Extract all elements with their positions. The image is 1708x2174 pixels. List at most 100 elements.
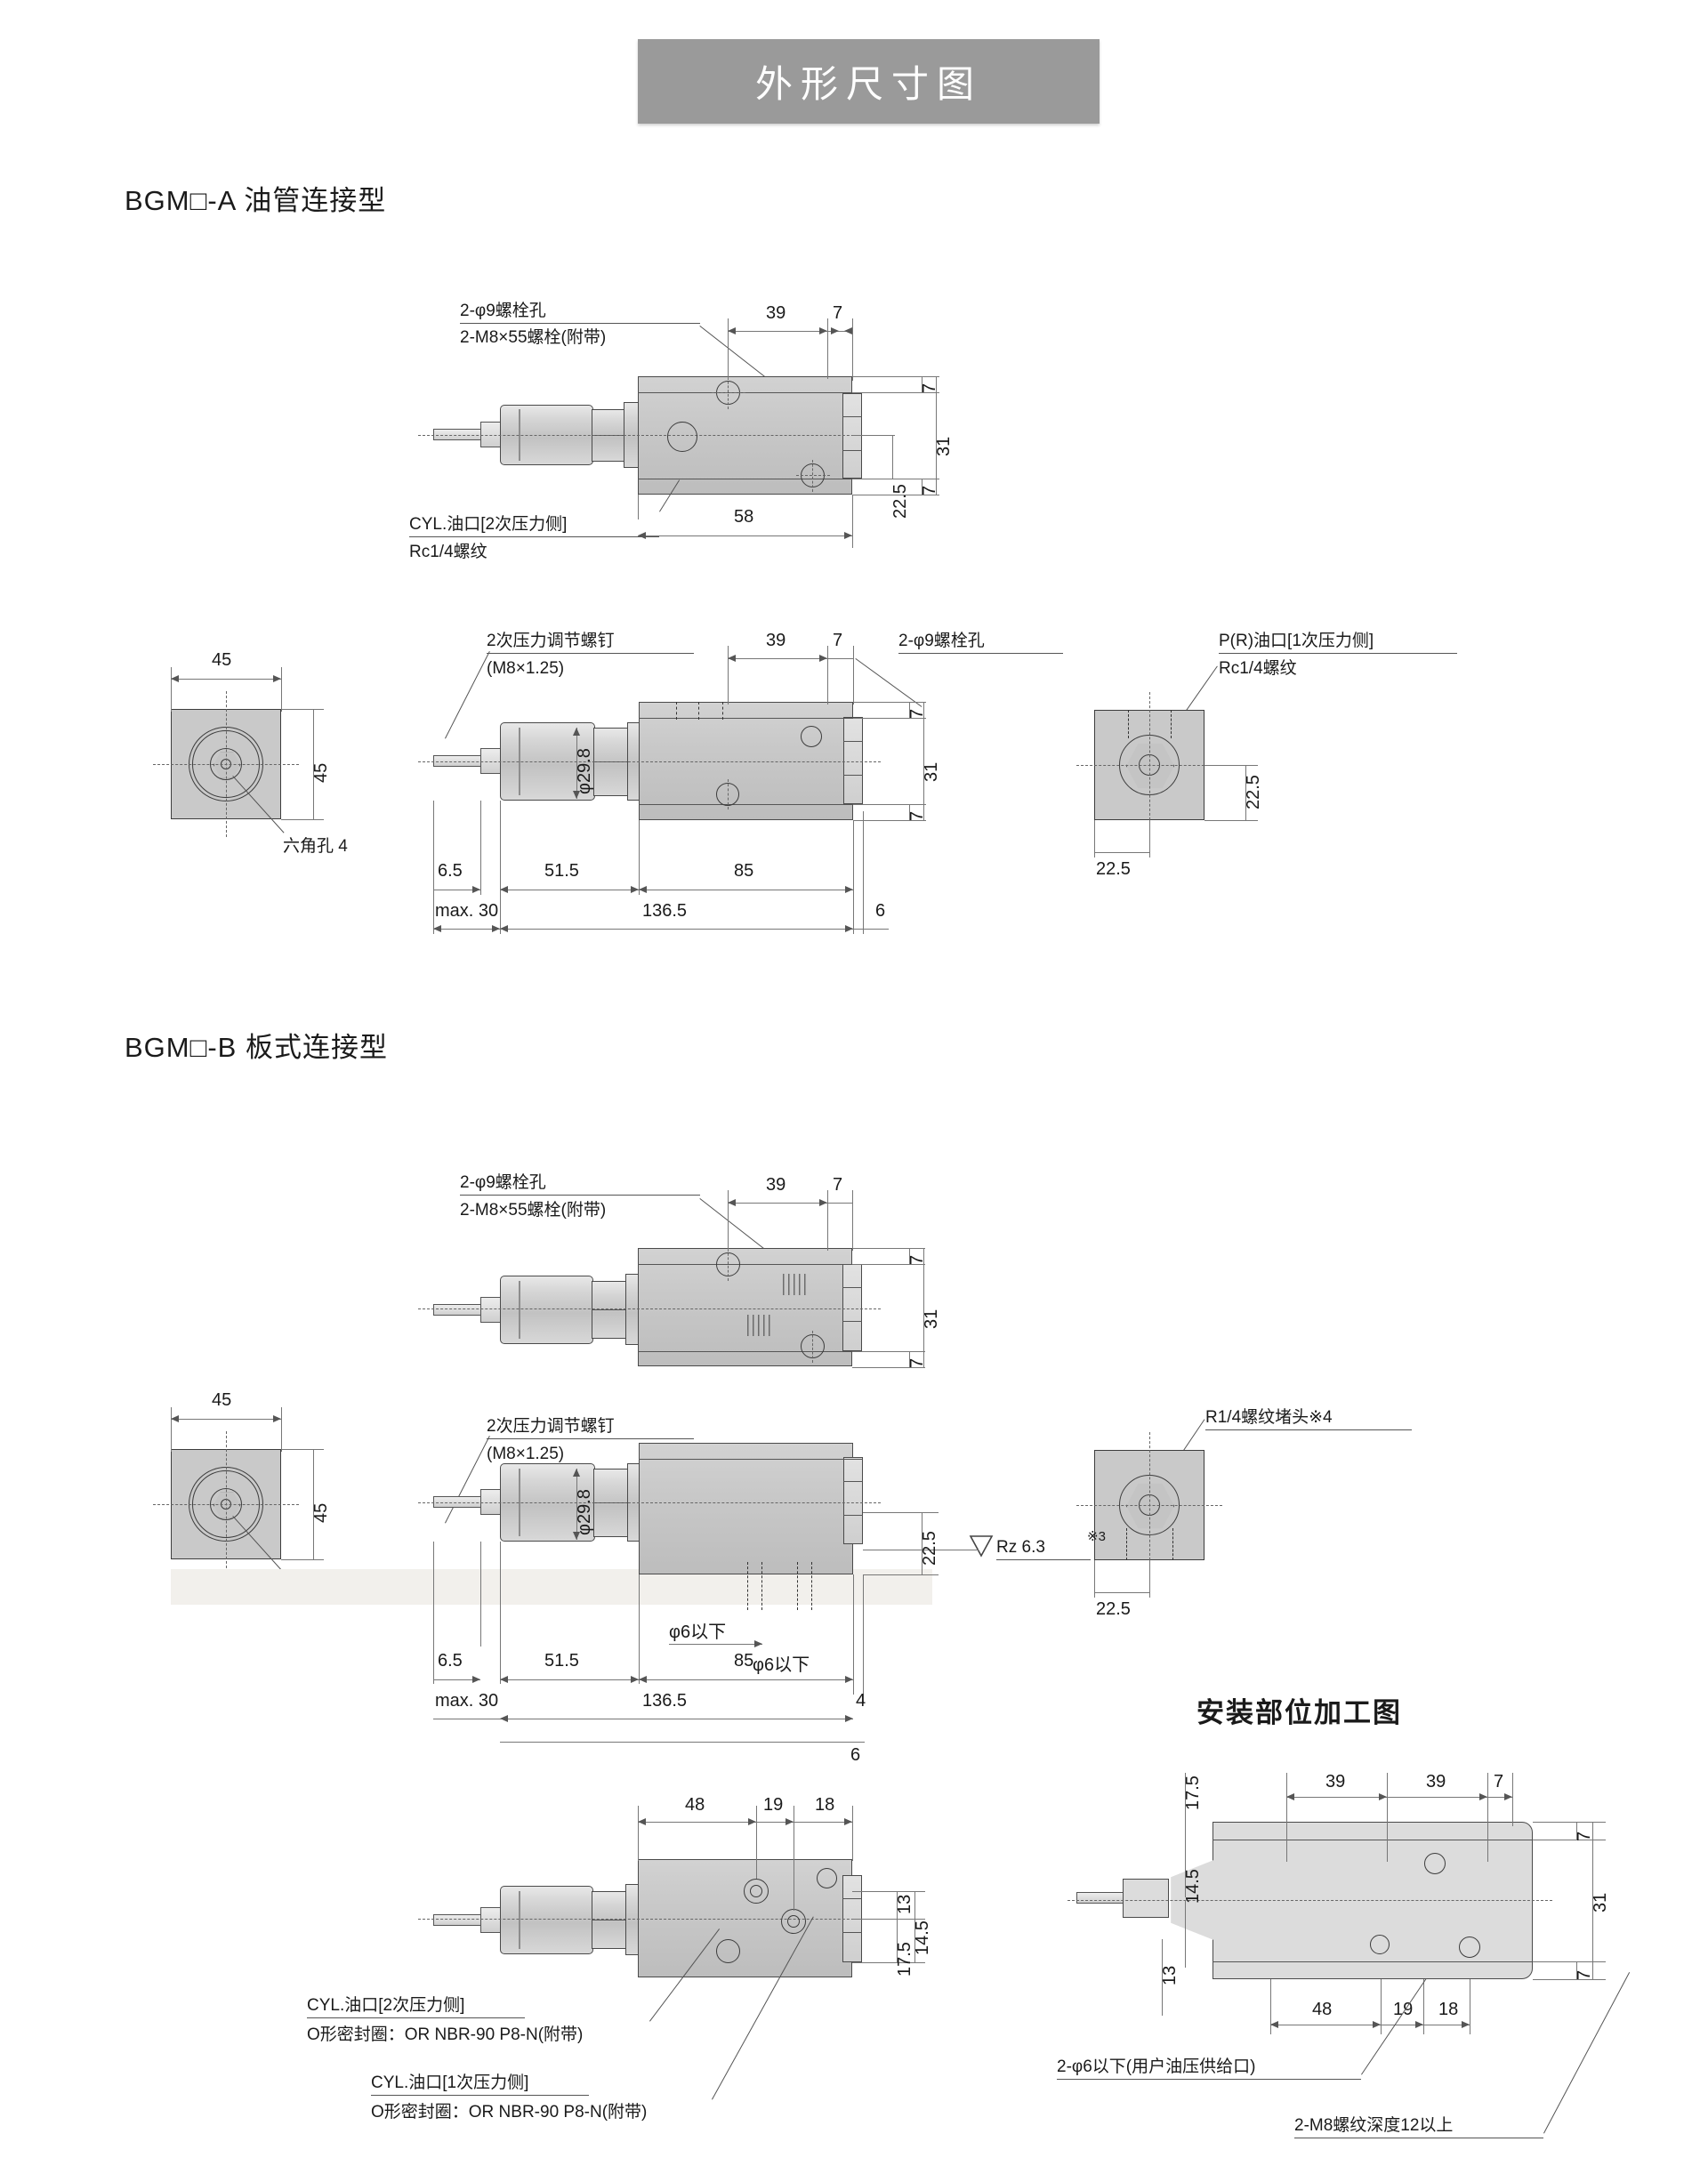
spring-housing-b4 <box>500 1886 593 1954</box>
dim-arrow-39-r <box>819 327 827 334</box>
center-line-horizontal <box>418 435 881 436</box>
body-top-line-b <box>639 718 861 719</box>
ext-mv-4 <box>1533 1979 1606 1980</box>
oring-port-2nd <box>744 1879 769 1904</box>
ext-m7 <box>1512 1773 1513 1826</box>
callout-cyl-1st-line1: CYL.油口[1次压力侧] <box>371 2073 589 2097</box>
dim-line-17-5 <box>897 1919 898 1962</box>
ext-vc-4 <box>852 1367 925 1368</box>
dim-45-height: 45 <box>311 762 331 783</box>
callout-adjust-screw-b-line2: (M8×1.25) <box>487 1445 565 1463</box>
dim-m-31: 31 <box>1591 1892 1610 1912</box>
dim-arrow-18-r <box>844 1818 852 1825</box>
bolt-hole-upper-b4 <box>817 1868 837 1888</box>
ext-45v-top <box>281 709 324 710</box>
ext-22-5-r2 <box>1204 820 1258 821</box>
dim-line-m31 <box>1592 1822 1593 1979</box>
dim-arrow-19-r <box>786 1818 794 1825</box>
dim-7-b: 7 <box>833 631 843 650</box>
dim-line-max30 <box>433 929 500 930</box>
ext-vb-2 <box>853 718 926 719</box>
callout-cyl-2nd-line1: CYL.油口[2次压力侧] <box>307 1995 525 2019</box>
dim-line-45b-h <box>171 1419 281 1420</box>
dim-line-22-5-bb <box>1094 1592 1149 1593</box>
dim-line-85b <box>639 1679 853 1680</box>
ext-58-left <box>638 495 639 519</box>
dim-line-22-5-r <box>1245 765 1246 820</box>
ext-45bv-bot <box>281 1559 324 1560</box>
dim-arrow-max30-l <box>433 925 441 932</box>
dim-arrow-phi-u <box>573 728 580 736</box>
dim-m-7-top: 7 <box>1575 1831 1594 1841</box>
ext-vb-1 <box>853 702 926 703</box>
dim-22-5-bottom: 22.5 <box>1096 859 1131 879</box>
dim-line-7 <box>827 331 852 332</box>
leader-line-adjust-screw <box>445 650 490 739</box>
boss-line-b2 <box>843 775 863 776</box>
ext-chain-3 <box>500 801 501 934</box>
lock-nut-edge-b2 <box>592 1309 627 1310</box>
dim-39-b: 39 <box>766 631 786 650</box>
ext-vc-2 <box>852 1264 925 1265</box>
dim-line-51-5b <box>500 1679 639 1680</box>
body-top-inner-line <box>638 392 860 393</box>
ext-22-5-b2 <box>1149 820 1150 858</box>
dim-line-48-19-18 <box>638 1822 852 1823</box>
dim-6-5: 6.5 <box>438 861 463 881</box>
dim-4-b: 4 <box>856 1691 866 1711</box>
callout-adjust-screw-b-line1: 2次压力调节螺钉 <box>487 1416 694 1440</box>
rod-collar-b2 <box>480 1297 502 1323</box>
bolt-hole-upper-b2-cl <box>728 1249 729 1281</box>
callout-cyl-1st-line2: O形密封圈：OR NBR-90 P8-N(附带) <box>371 2103 648 2122</box>
rear-dash-1 <box>1128 710 1129 738</box>
center-line-h-b4 <box>418 1919 881 1920</box>
dim-48: 48 <box>685 1795 705 1815</box>
ext-45-left <box>171 667 172 712</box>
dim-line-22-5-b <box>1094 852 1149 853</box>
ext-22-5-top <box>852 435 895 436</box>
dim-arrow-136b-l <box>500 1715 508 1722</box>
dim-arrow-58-l <box>638 532 646 539</box>
dim-arrow-85-r <box>845 886 853 893</box>
ext-line-39-left <box>728 318 729 379</box>
dim-7-c: 7 <box>833 1175 843 1195</box>
dim-7-b-top: 7 <box>907 708 927 719</box>
ext-22-5-b3-bot <box>863 1574 939 1575</box>
ext-mv-1 <box>1533 1822 1606 1823</box>
dim-line-m17-5 <box>1185 1773 1186 1897</box>
dim-58: 58 <box>734 507 754 527</box>
dim-line-136-5 <box>500 929 853 930</box>
dim-45b-height: 45 <box>311 1502 331 1523</box>
dim-18: 18 <box>815 1795 835 1815</box>
boss-line-1 <box>842 416 862 417</box>
callout-cyl-port-line2: Rc1/4螺纹 <box>409 543 487 561</box>
dim-7: 7 <box>833 303 843 323</box>
body-bottom-line-b2 <box>638 1351 860 1352</box>
dim-arrow-39b-l <box>728 655 736 662</box>
boss-line-b3-2 <box>843 1515 863 1516</box>
dim-arrow-51-5b-l <box>500 1676 508 1683</box>
dim-line-39 <box>728 331 827 332</box>
ext-chain-6 <box>863 811 864 934</box>
dim-14-5: 14.5 <box>913 1920 932 1955</box>
dim-arrow-45bh-l <box>171 1415 179 1422</box>
surface-finish-triangle-icon <box>969 1535 994 1558</box>
dim-arrow-58-r <box>844 532 852 539</box>
internal-passage-3 <box>722 702 723 720</box>
dim-7-bottom: 7 <box>920 485 939 495</box>
port-boss-b3 <box>843 1457 863 1544</box>
boss-line-b4-2 <box>842 1932 862 1933</box>
machining-hole-lower-2 <box>1459 1936 1480 1958</box>
ext-m39-2 <box>1387 1773 1388 1862</box>
dim-line-14-5 <box>914 1891 915 1962</box>
bore-note-2: φ6以下 <box>753 1655 810 1675</box>
dim-6-b: 6 <box>850 1745 861 1765</box>
dim-22-5-right: 22.5 <box>1244 775 1263 809</box>
callout-bolt-hole-line1: 2-φ9螺栓孔 <box>460 301 700 325</box>
ext-chain-5 <box>853 820 854 934</box>
ext-45bv-top <box>281 1449 324 1450</box>
ext-45b-right <box>281 1407 282 1452</box>
dim-line-13 <box>897 1891 898 1919</box>
dim-arrow-45h-l <box>171 675 179 682</box>
port-boss-b2 <box>842 1264 862 1351</box>
